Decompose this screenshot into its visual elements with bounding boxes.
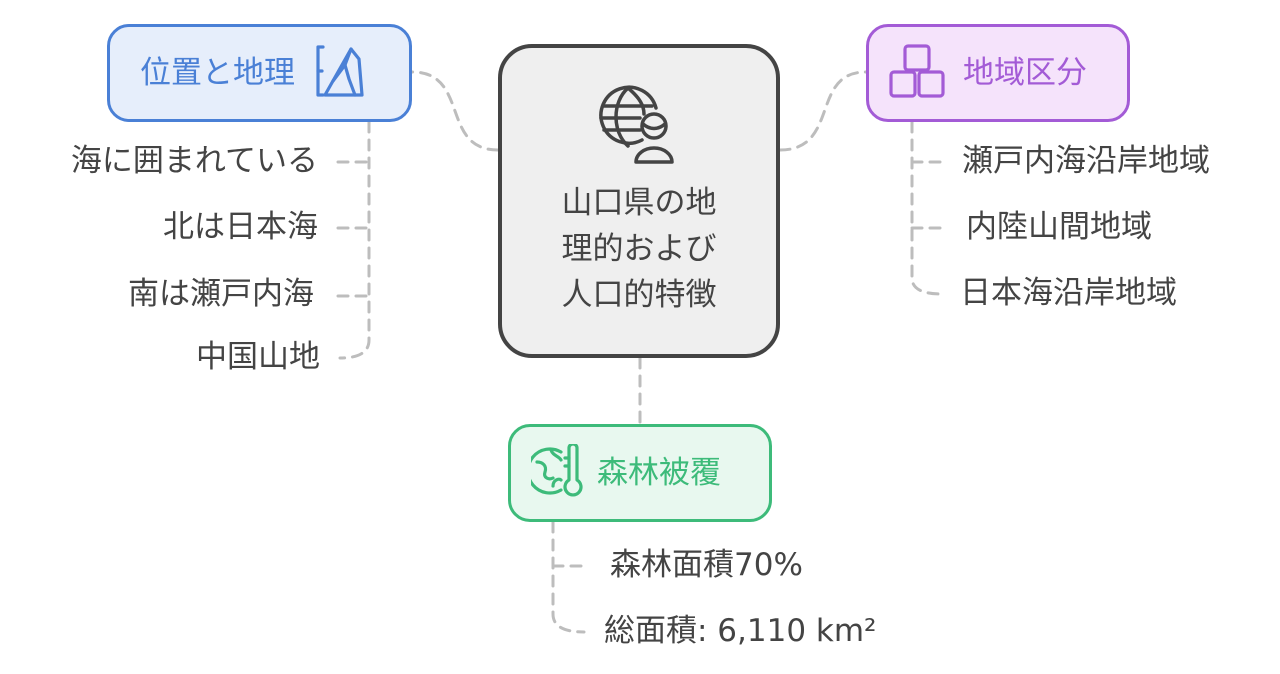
stacked-boxes-icon [889, 44, 945, 102]
center-title-line-2: 理的および [561, 231, 717, 267]
branch-node-regions[interactable]: 地域区分 [866, 24, 1130, 122]
leaf-geography-1: 海に囲まれている [70, 143, 318, 179]
branch-label-forest: 森林被覆 [597, 454, 721, 491]
leaf-geography-4: 中国山地 [196, 339, 320, 375]
leaf-regions-1: 瀬戸内海沿岸地域 [962, 143, 1210, 179]
connector-center-geography [410, 70, 500, 152]
leaf-geography-2: 北は日本海 [163, 209, 318, 245]
branch-label-regions: 地域区分 [963, 54, 1087, 91]
cliff-mountain-icon [315, 43, 365, 103]
connector-regions-trunk [910, 120, 944, 296]
connector-center-regions [778, 70, 868, 152]
leaf-regions-2: 内陸山間地域 [966, 209, 1152, 245]
leaf-forest-2: 総面積: 6,110 km² [604, 613, 877, 649]
globe-person-icon [598, 84, 680, 170]
center-title-line-1: 山口県の地 [561, 185, 717, 221]
leaf-regions-3: 日本海沿岸地域 [960, 275, 1177, 311]
leaf-geography-3: 南は瀬戸内海 [128, 276, 314, 312]
branch-node-forest[interactable]: 森林被覆 [508, 424, 772, 522]
center-title-line-3: 人口的特徴 [561, 277, 717, 313]
branch-label-geography: 位置と地理 [140, 54, 295, 91]
globe-thermometer-icon [526, 442, 583, 502]
leaf-forest-1: 森林面積70% [610, 547, 803, 583]
center-topic-node[interactable]: 山口県の地 理的および 人口的特徴 [498, 44, 780, 358]
branch-node-geography[interactable]: 位置と地理 [107, 24, 412, 122]
connector-forest-trunk [551, 520, 586, 634]
connector-geography-trunk [338, 120, 371, 360]
